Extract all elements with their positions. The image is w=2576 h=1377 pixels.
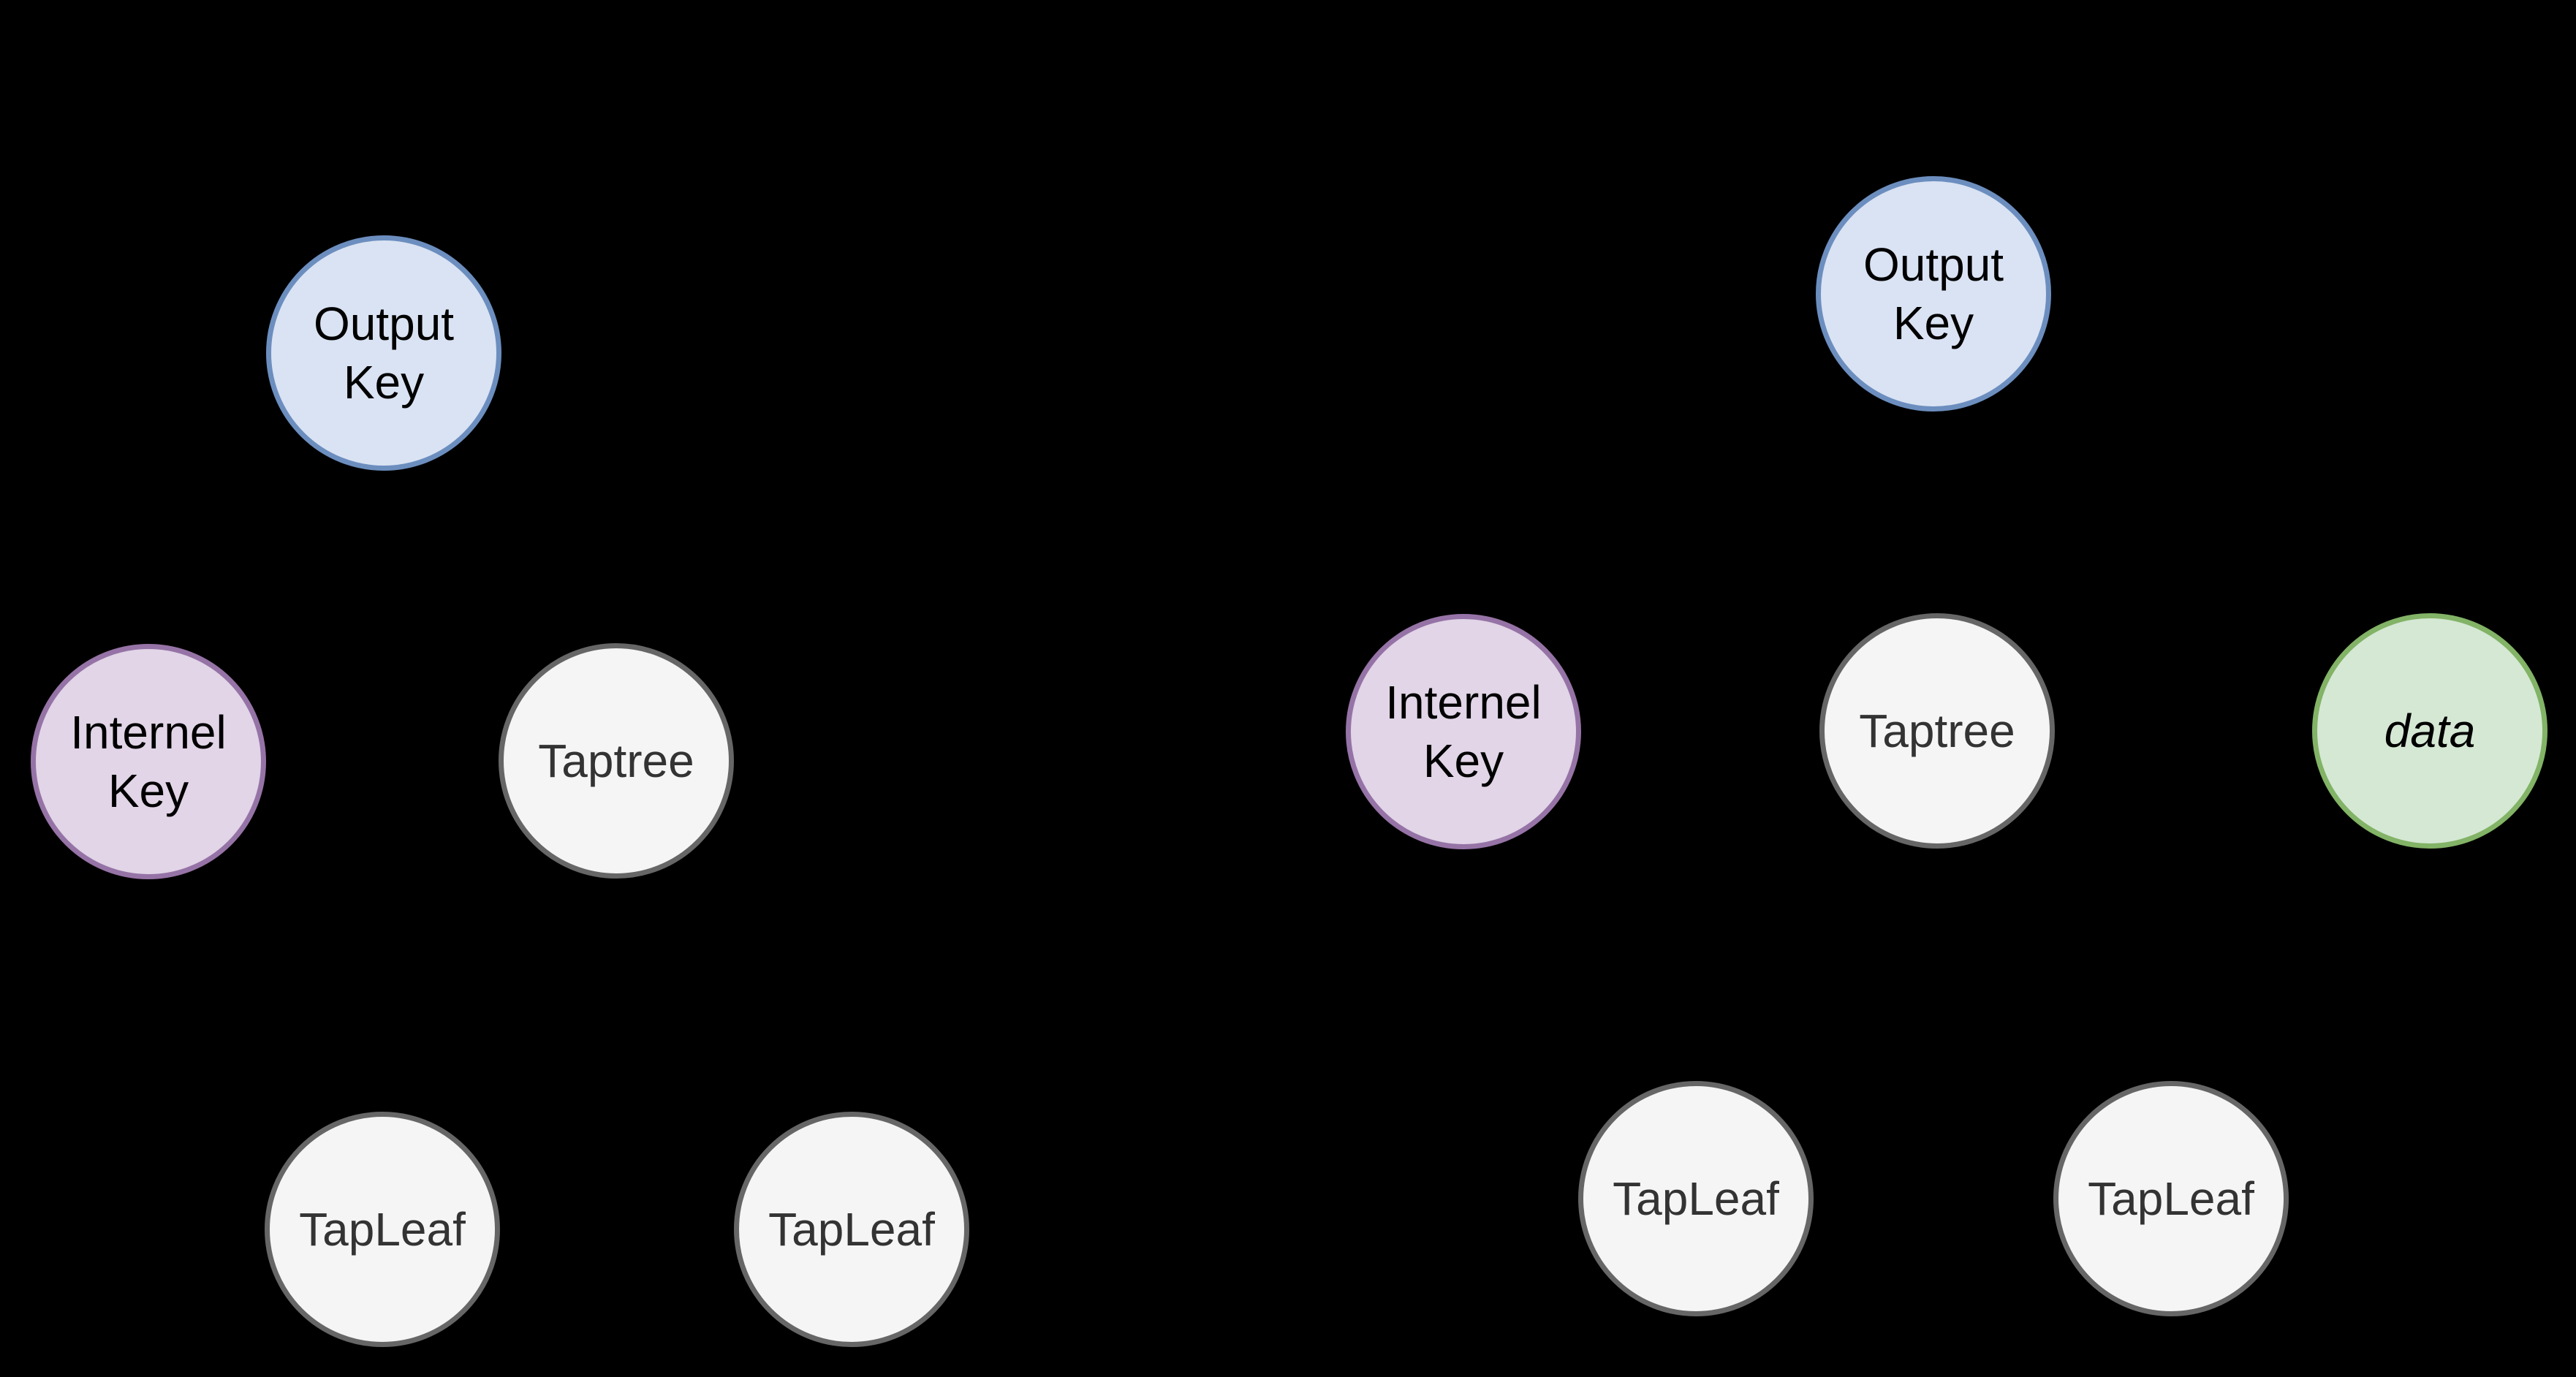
node-label: Internel Key [1385,676,1542,787]
node-output-key-right: Output Key [1816,176,2051,411]
node-label: Output Key [1863,238,2004,349]
node-tapleaf-right-2: TapLeaf [2053,1081,2289,1316]
node-tapleaf-left-1: TapLeaf [265,1112,500,1347]
node-label: data [2384,705,2476,757]
node-label: Output Key [313,297,455,409]
node-tapleaf-right-1: TapLeaf [1578,1081,1814,1316]
node-taptree-right: Taptree [1819,613,2055,849]
node-label: Taptree [538,735,694,787]
node-output-key-left: Output Key [266,235,501,471]
node-label: TapLeaf [1613,1172,1779,1225]
node-label: TapLeaf [768,1203,935,1256]
node-label: TapLeaf [299,1203,466,1256]
node-label: Taptree [1859,705,2015,757]
node-taptree-left: Taptree [499,643,734,879]
node-tapleaf-left-2: TapLeaf [734,1112,969,1347]
node-label: TapLeaf [2088,1172,2254,1225]
node-internal-key-right: Internel Key [1346,614,1581,849]
node-data: data [2312,613,2547,849]
node-label: Internel Key [70,706,227,817]
node-internal-key-left: Internel Key [31,644,266,879]
